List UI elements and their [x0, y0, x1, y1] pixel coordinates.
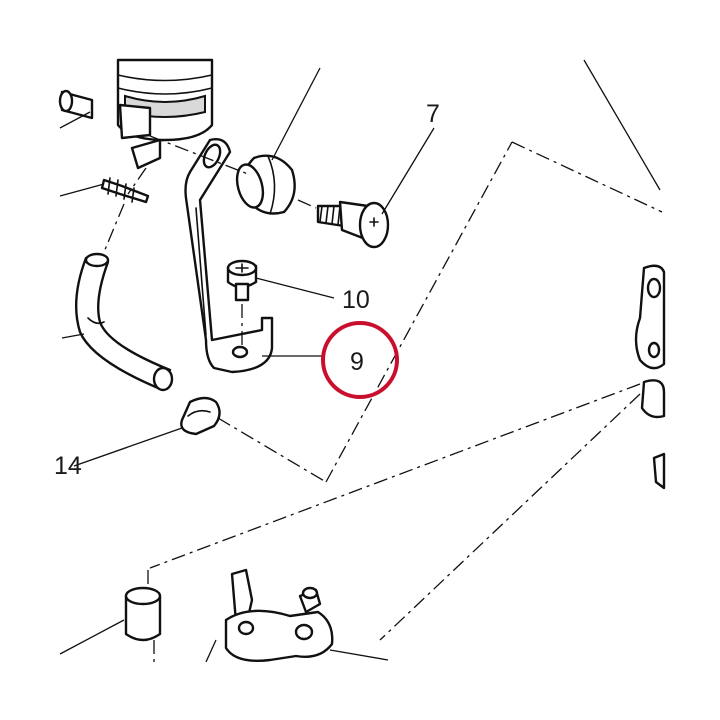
rubber-grommet [235, 67, 321, 215]
hose-clip-upper [59, 177, 150, 204]
callout-10: 10 [342, 286, 370, 314]
callout-9: 9 [350, 348, 364, 376]
hose-clamp [73, 396, 221, 467]
bushing [59, 586, 162, 655]
fluid-reservoir [58, 58, 214, 170]
mounting-bracket [184, 138, 322, 374]
lever-pivot-part [634, 264, 666, 490]
callout-7: 7 [426, 100, 440, 128]
highlight-circle [321, 321, 399, 399]
small-screw [226, 259, 335, 350]
shoulder-bolt [316, 127, 435, 249]
hose [61, 252, 174, 392]
assembly-lines [103, 59, 663, 662]
master-cylinder [205, 568, 389, 663]
callout-14: 14 [54, 452, 82, 480]
